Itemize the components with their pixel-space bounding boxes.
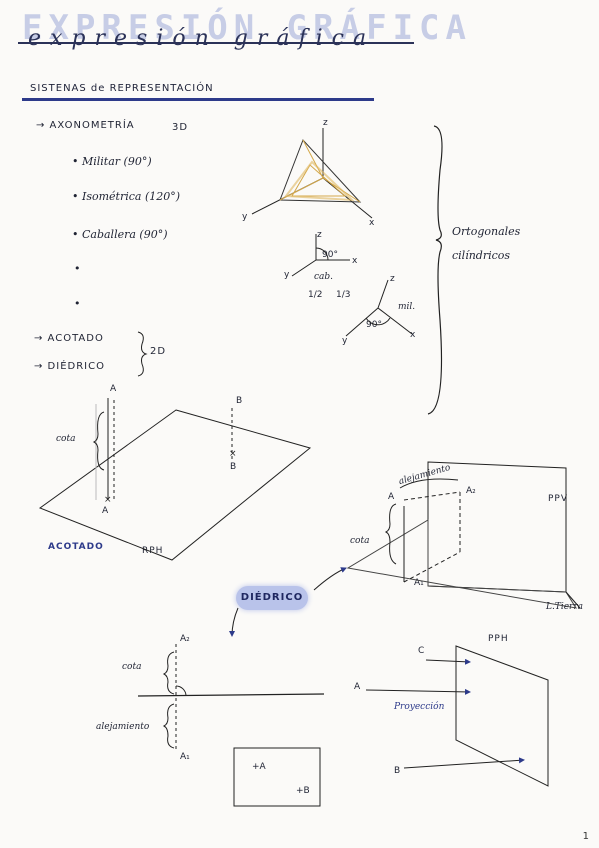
list-caballera: • Caballera (90°) — [72, 228, 168, 241]
title-watermark: EXPRESIÓN GRÁFICA — [22, 8, 472, 48]
mil-y-label: y — [342, 336, 348, 346]
svg-text:×: × — [104, 495, 112, 505]
d2-alejamiento-label: alejamiento — [96, 722, 150, 732]
list-bullet-empty-1: • — [74, 262, 81, 275]
svg-text:×: × — [229, 449, 237, 459]
d2-cota-label: cota — [122, 662, 142, 672]
page-number: 1 — [582, 831, 589, 842]
militar-axes — [345, 279, 413, 337]
ground-line — [137, 693, 325, 697]
d2-a2-label: A₂ — [180, 634, 190, 644]
d3-cota-label: cota — [350, 536, 370, 546]
title-handwritten: expresión gráfica — [28, 26, 376, 51]
cab-angle: 90° — [322, 250, 338, 260]
acotado-plane — [38, 409, 312, 561]
list-diedrico: → DIÉDRICO — [34, 361, 105, 372]
list-bullet-empty-2: • — [74, 297, 81, 310]
section-underline — [22, 98, 374, 101]
isometric-triangle-figure — [251, 128, 373, 219]
cab-label: cab. — [314, 272, 334, 282]
cab-y-label: y — [284, 270, 290, 280]
caballera-axes — [291, 234, 350, 277]
acotado-label: ACOTADO — [48, 542, 104, 552]
acotado-a-top: A — [110, 384, 117, 394]
acotado-b-top: B — [236, 396, 243, 406]
cab-ratio-2: 1/3 — [336, 290, 351, 300]
cab-x-label: x — [352, 256, 358, 266]
cab-ratio-1: 1/2 — [308, 290, 323, 300]
d3-ltierra-label: L.Tierra — [546, 602, 584, 612]
list-isometrica: • Isométrica (120°) — [72, 190, 181, 203]
label-2d: 2D — [150, 346, 167, 357]
acotado-cota-label: cota — [56, 434, 76, 444]
section-heading: SISTENAS de REPRESENTACIÓN — [30, 83, 214, 94]
projection-c-label: C — [418, 646, 425, 656]
box-point-b: +B — [296, 786, 310, 796]
projection-label: Proyección — [394, 702, 445, 712]
mil-z-label: z — [390, 274, 395, 284]
d3-a2-label: A₂ — [466, 486, 476, 496]
iso-x-label: x — [369, 218, 375, 228]
projection-b-label: B — [394, 766, 401, 776]
box-point-a: +A — [252, 762, 266, 772]
acotado-b-bottom: B — [230, 462, 237, 472]
box-diagram — [233, 747, 321, 807]
mil-x-label: x — [410, 330, 416, 340]
acotado-a-bottom: A — [102, 506, 109, 516]
acotado-plane-label: RPH — [142, 546, 164, 556]
cab-z-label: z — [317, 230, 322, 240]
projection-a-label: A — [354, 682, 361, 692]
note-cilindricos: cilíndricos — [452, 249, 511, 262]
pph-plane — [346, 519, 578, 609]
list-acotado: → ACOTADO — [34, 333, 104, 344]
list-militar: • Militar (90°) — [72, 155, 152, 168]
d3-a-label: A — [388, 492, 395, 502]
d3-pph-label: PPH — [488, 634, 509, 644]
iso-y-label: y — [242, 212, 248, 222]
ppv-plane — [427, 461, 567, 593]
mil-label: mil. — [398, 302, 416, 312]
d3-a1-label: A₁ — [414, 578, 424, 588]
mil-angle: 90° — [366, 320, 382, 330]
d2-a1-label: A₁ — [180, 752, 190, 762]
projection-plane — [455, 645, 549, 787]
title-underline — [18, 42, 414, 44]
iso-z-label: z — [323, 118, 328, 128]
list-axonometria: → AXONOMETRÍA — [36, 120, 135, 131]
d3-ppv-label: PPV — [548, 494, 569, 504]
label-3d: 3D — [172, 122, 189, 133]
note-ortogonales: Ortogonales — [452, 225, 521, 238]
diedrico-bubble: DIÉDRICO — [236, 586, 308, 610]
